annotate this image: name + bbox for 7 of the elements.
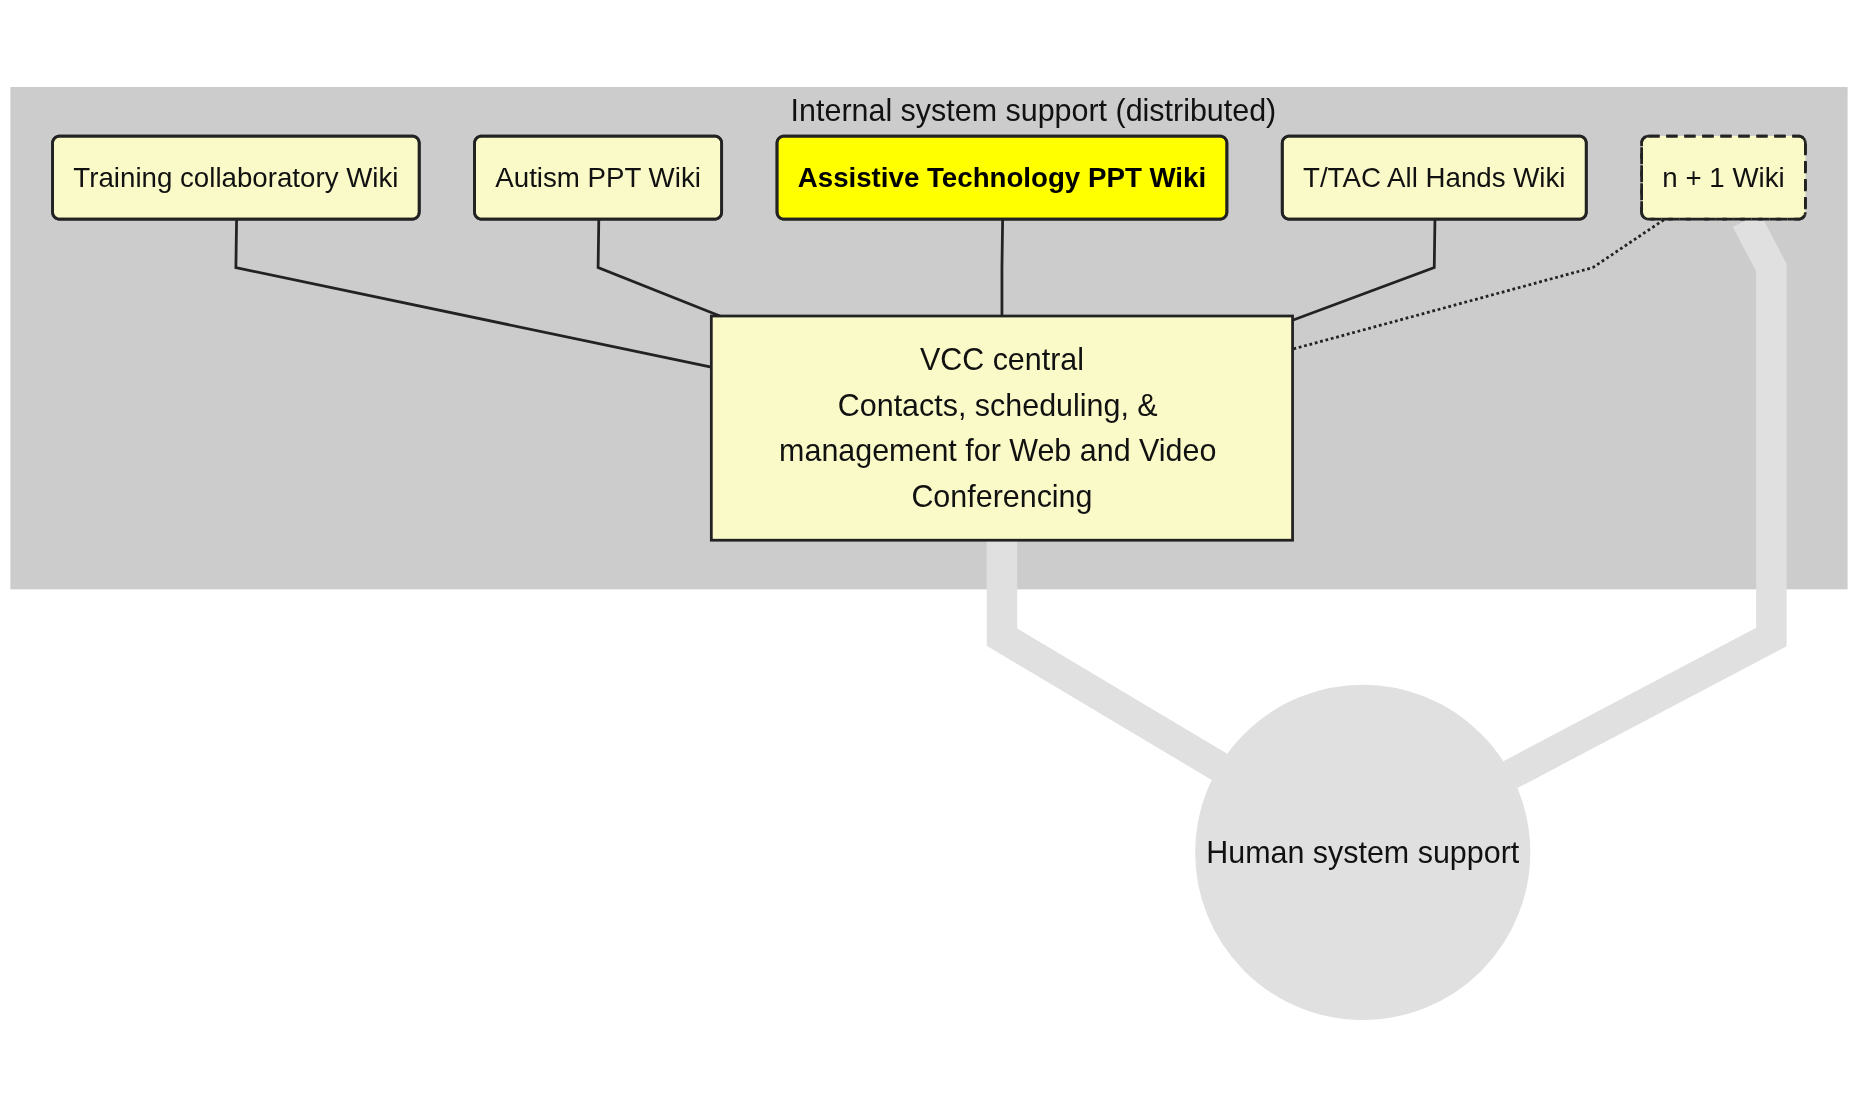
node-circle — [1195, 684, 1531, 1021]
connector — [986, 540, 1228, 780]
connector — [1000, 219, 1005, 316]
connector — [234, 219, 712, 369]
connector — [1292, 219, 1437, 322]
cluster — [10, 87, 1848, 590]
node-box — [709, 314, 1294, 542]
